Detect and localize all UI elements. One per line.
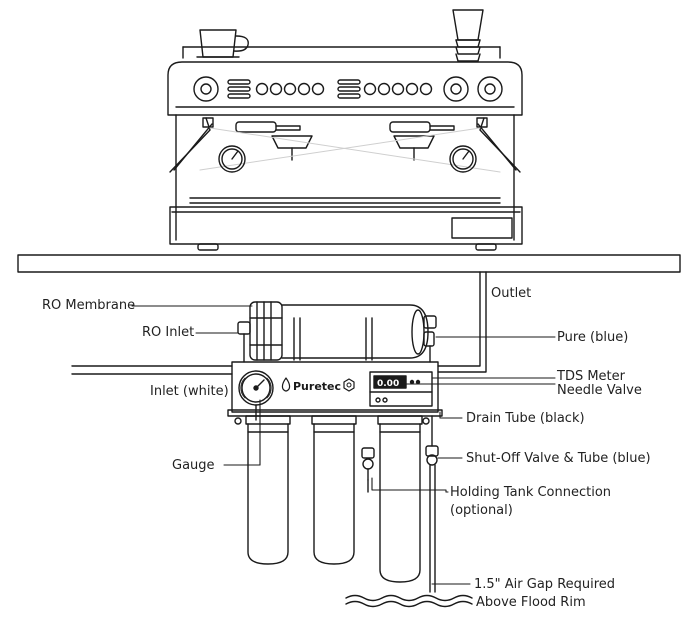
label-ro-inlet: RO Inlet xyxy=(142,325,195,340)
cup-icon xyxy=(196,29,249,58)
label-inlet-white: Inlet (white) xyxy=(150,384,229,399)
filter-housing-3 xyxy=(377,415,423,583)
holding-tank-valve xyxy=(361,447,375,493)
espresso-machine xyxy=(167,9,523,251)
countertop xyxy=(17,254,681,273)
button-row-left xyxy=(255,82,325,96)
ro-membrane xyxy=(237,301,437,363)
shutoff-valve xyxy=(425,415,439,593)
control-slots xyxy=(227,79,361,99)
tds-display: 0.00 xyxy=(377,379,399,389)
label-needle-valve: Needle Valve xyxy=(557,383,642,398)
label-drain-tube: Drain Tube (black) xyxy=(466,411,585,426)
brand-name: Puretec xyxy=(293,380,341,393)
machine-gauge-right xyxy=(449,145,477,173)
outlet-tube xyxy=(437,271,487,373)
stacked-cups-icon xyxy=(452,9,484,62)
filter-housing-2 xyxy=(311,415,357,565)
machine-gauge-left xyxy=(218,145,246,173)
pressure-gauge xyxy=(238,370,274,421)
label-air-gap: 1.5" Air Gap Required xyxy=(474,577,616,592)
label-flood-rim: Above Flood Rim xyxy=(476,595,586,610)
label-gauge: Gauge xyxy=(172,458,215,473)
leader-lines xyxy=(131,305,556,585)
label-holding-tank: Holding Tank Connection xyxy=(450,485,612,500)
filter-housing-1 xyxy=(245,415,291,565)
label-ro-membrane: RO Membrane xyxy=(42,298,136,313)
label-holding-tank-optional: (optional) xyxy=(450,503,513,518)
label-pure-blue: Pure (blue) xyxy=(557,330,629,345)
puretec-logo: Puretec xyxy=(281,377,355,393)
label-outlet: Outlet xyxy=(491,286,532,301)
label-tds-meter: TDS Meter xyxy=(557,369,625,384)
inlet-tube xyxy=(71,365,233,375)
tds-meter: 0.00 xyxy=(369,371,433,407)
flood-rim xyxy=(345,594,473,608)
button-row-right xyxy=(363,82,433,96)
label-shutoff-valve: Shut-Off Valve & Tube (blue) xyxy=(466,451,651,466)
